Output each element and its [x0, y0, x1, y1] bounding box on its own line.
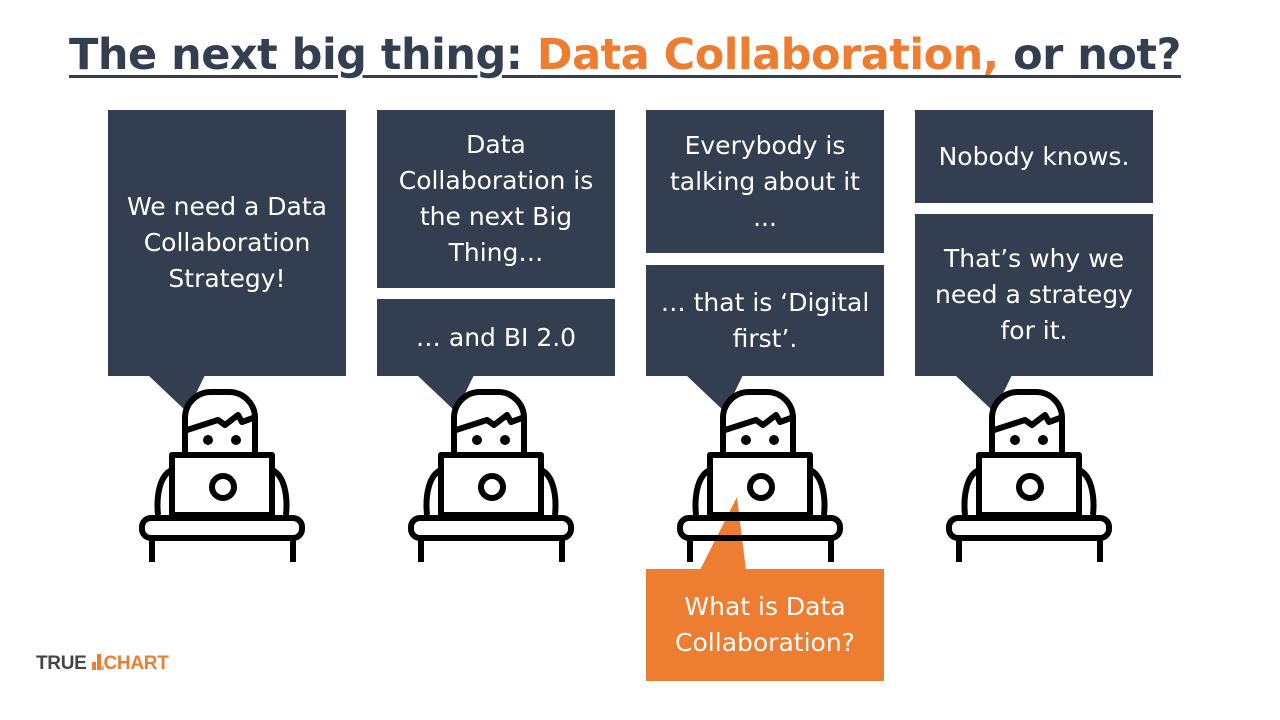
page-title: The next big thing: Data Collaboration, … [0, 30, 1250, 80]
logo-text-chart: CHART [103, 653, 169, 674]
speech-bubble-2a: Data Collaboration is the next Big Thing… [377, 110, 615, 288]
speech-bubble-4a: Nobody knows. [915, 110, 1153, 203]
person-at-laptop-icon [142, 392, 302, 562]
question-bubble: What is Data Collaboration? [646, 569, 884, 681]
speech-bubble-4b: That’s why we need a strategy for it. [915, 214, 1153, 376]
title-text-end: or not? [998, 30, 1181, 80]
speech-bubble-2b: … and BI 2.0 [377, 299, 615, 376]
title-highlight: Data Collaboration, [536, 30, 999, 80]
truechart-logo: TRUE CHART [36, 653, 169, 675]
person-at-laptop-icon [680, 392, 840, 562]
speech-bubble-3a: Everybody is talking about it ... [646, 110, 884, 253]
speech-bubble-3b: … that is ‘Digital first’. [646, 265, 884, 376]
speech-bubble-1: We need a Data Collaboration Strategy! [108, 110, 346, 376]
logo-text-true: TRUE [36, 653, 87, 674]
person-at-laptop-icon [949, 392, 1109, 562]
title-text: The next big thing: [69, 30, 537, 80]
bar-chart-icon [91, 654, 104, 670]
person-at-laptop-icon [411, 392, 571, 562]
